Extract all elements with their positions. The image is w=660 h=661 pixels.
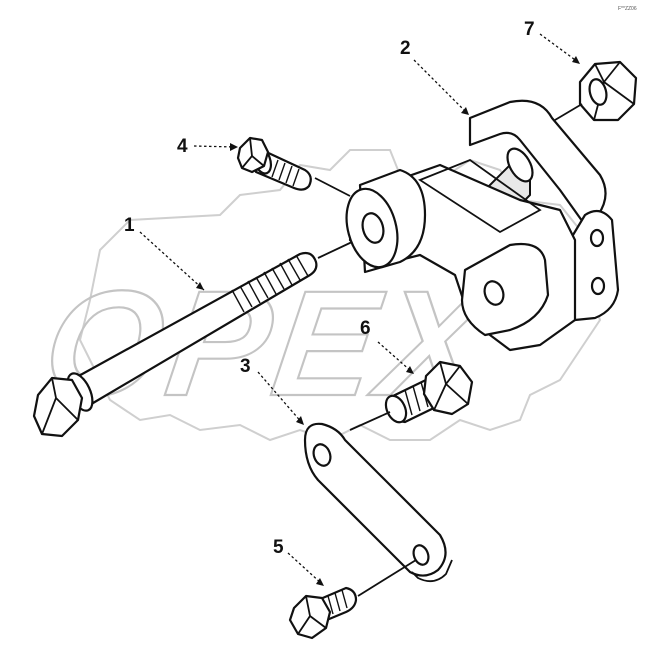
leader-1-arrow — [196, 282, 204, 290]
bracket-hole-lower — [590, 276, 606, 296]
bracket-side-plate — [568, 209, 620, 322]
leader-4-arrow — [230, 143, 238, 151]
leader-2 — [413, 59, 469, 115]
assembly-lines — [314, 103, 583, 597]
link-3-edge — [411, 559, 453, 583]
long-bolt-part-1 — [32, 251, 318, 438]
callout-leaders — [139, 33, 580, 586]
bracket-hole-upper — [589, 228, 605, 248]
callout-5: 5 — [273, 537, 284, 558]
leader-3-arrow — [296, 416, 304, 425]
bracket-foot-hole — [483, 280, 505, 306]
bolt-5-head-facets — [297, 595, 327, 635]
axis-bolt-4 — [314, 177, 351, 197]
nut-7-facets — [593, 61, 635, 121]
bolt-5-threads — [327, 589, 348, 615]
leader-3 — [257, 371, 304, 425]
callout-1: 1 — [124, 215, 135, 236]
link-3-plate — [303, 422, 447, 577]
long-bolt-shank — [73, 251, 318, 408]
bracket-tube-end — [506, 147, 534, 183]
watermark-gear-outline — [78, 149, 602, 442]
leader-7 — [539, 33, 579, 63]
leader-7-arrow — [572, 56, 580, 64]
callout-4: 4 — [177, 136, 188, 157]
axis-nut-7 — [554, 103, 583, 121]
long-bolt-threads — [231, 254, 309, 313]
leader-2-arrow — [461, 107, 469, 115]
leader-1 — [139, 231, 205, 291]
callout-7: 7 — [524, 19, 535, 40]
bolt-4-threads — [271, 159, 300, 187]
bolt-4-head-facets — [241, 137, 265, 169]
axis-bolt-5 — [357, 559, 417, 597]
callout-labels: 1 2 3 4 5 6 7 — [124, 19, 535, 558]
leader-6-arrow — [406, 366, 414, 374]
bracket-rear-arm — [468, 99, 607, 227]
axis-bolt-6 — [349, 411, 391, 431]
bolt-part-6 — [384, 360, 474, 424]
link-part-3 — [303, 422, 453, 583]
leader-5 — [287, 552, 323, 585]
corner-code: F**ZZ06 — [618, 6, 637, 12]
leader-5-arrow — [316, 578, 324, 586]
nut-part-7 — [578, 60, 638, 122]
callout-2: 2 — [400, 38, 411, 59]
bracket-front-foot — [460, 242, 550, 337]
nut-7-body — [578, 60, 638, 122]
bracket-part-2 — [345, 99, 620, 352]
leader-4 — [193, 145, 237, 148]
callout-3: 3 — [240, 356, 251, 377]
callout-6: 6 — [360, 318, 371, 339]
link-3-hole-bottom — [412, 544, 430, 566]
bolt-6-head-facets — [433, 361, 469, 411]
link-3-hole-top — [312, 443, 332, 467]
bracket-inner-window — [418, 158, 542, 234]
bolt-part-4 — [236, 136, 312, 191]
bolt-part-5 — [288, 586, 358, 640]
axis-bolt-1 — [317, 241, 353, 259]
long-bolt-head-facets — [41, 377, 79, 435]
bracket-boss-bore — [361, 212, 385, 244]
nut-7-bore — [588, 78, 608, 106]
